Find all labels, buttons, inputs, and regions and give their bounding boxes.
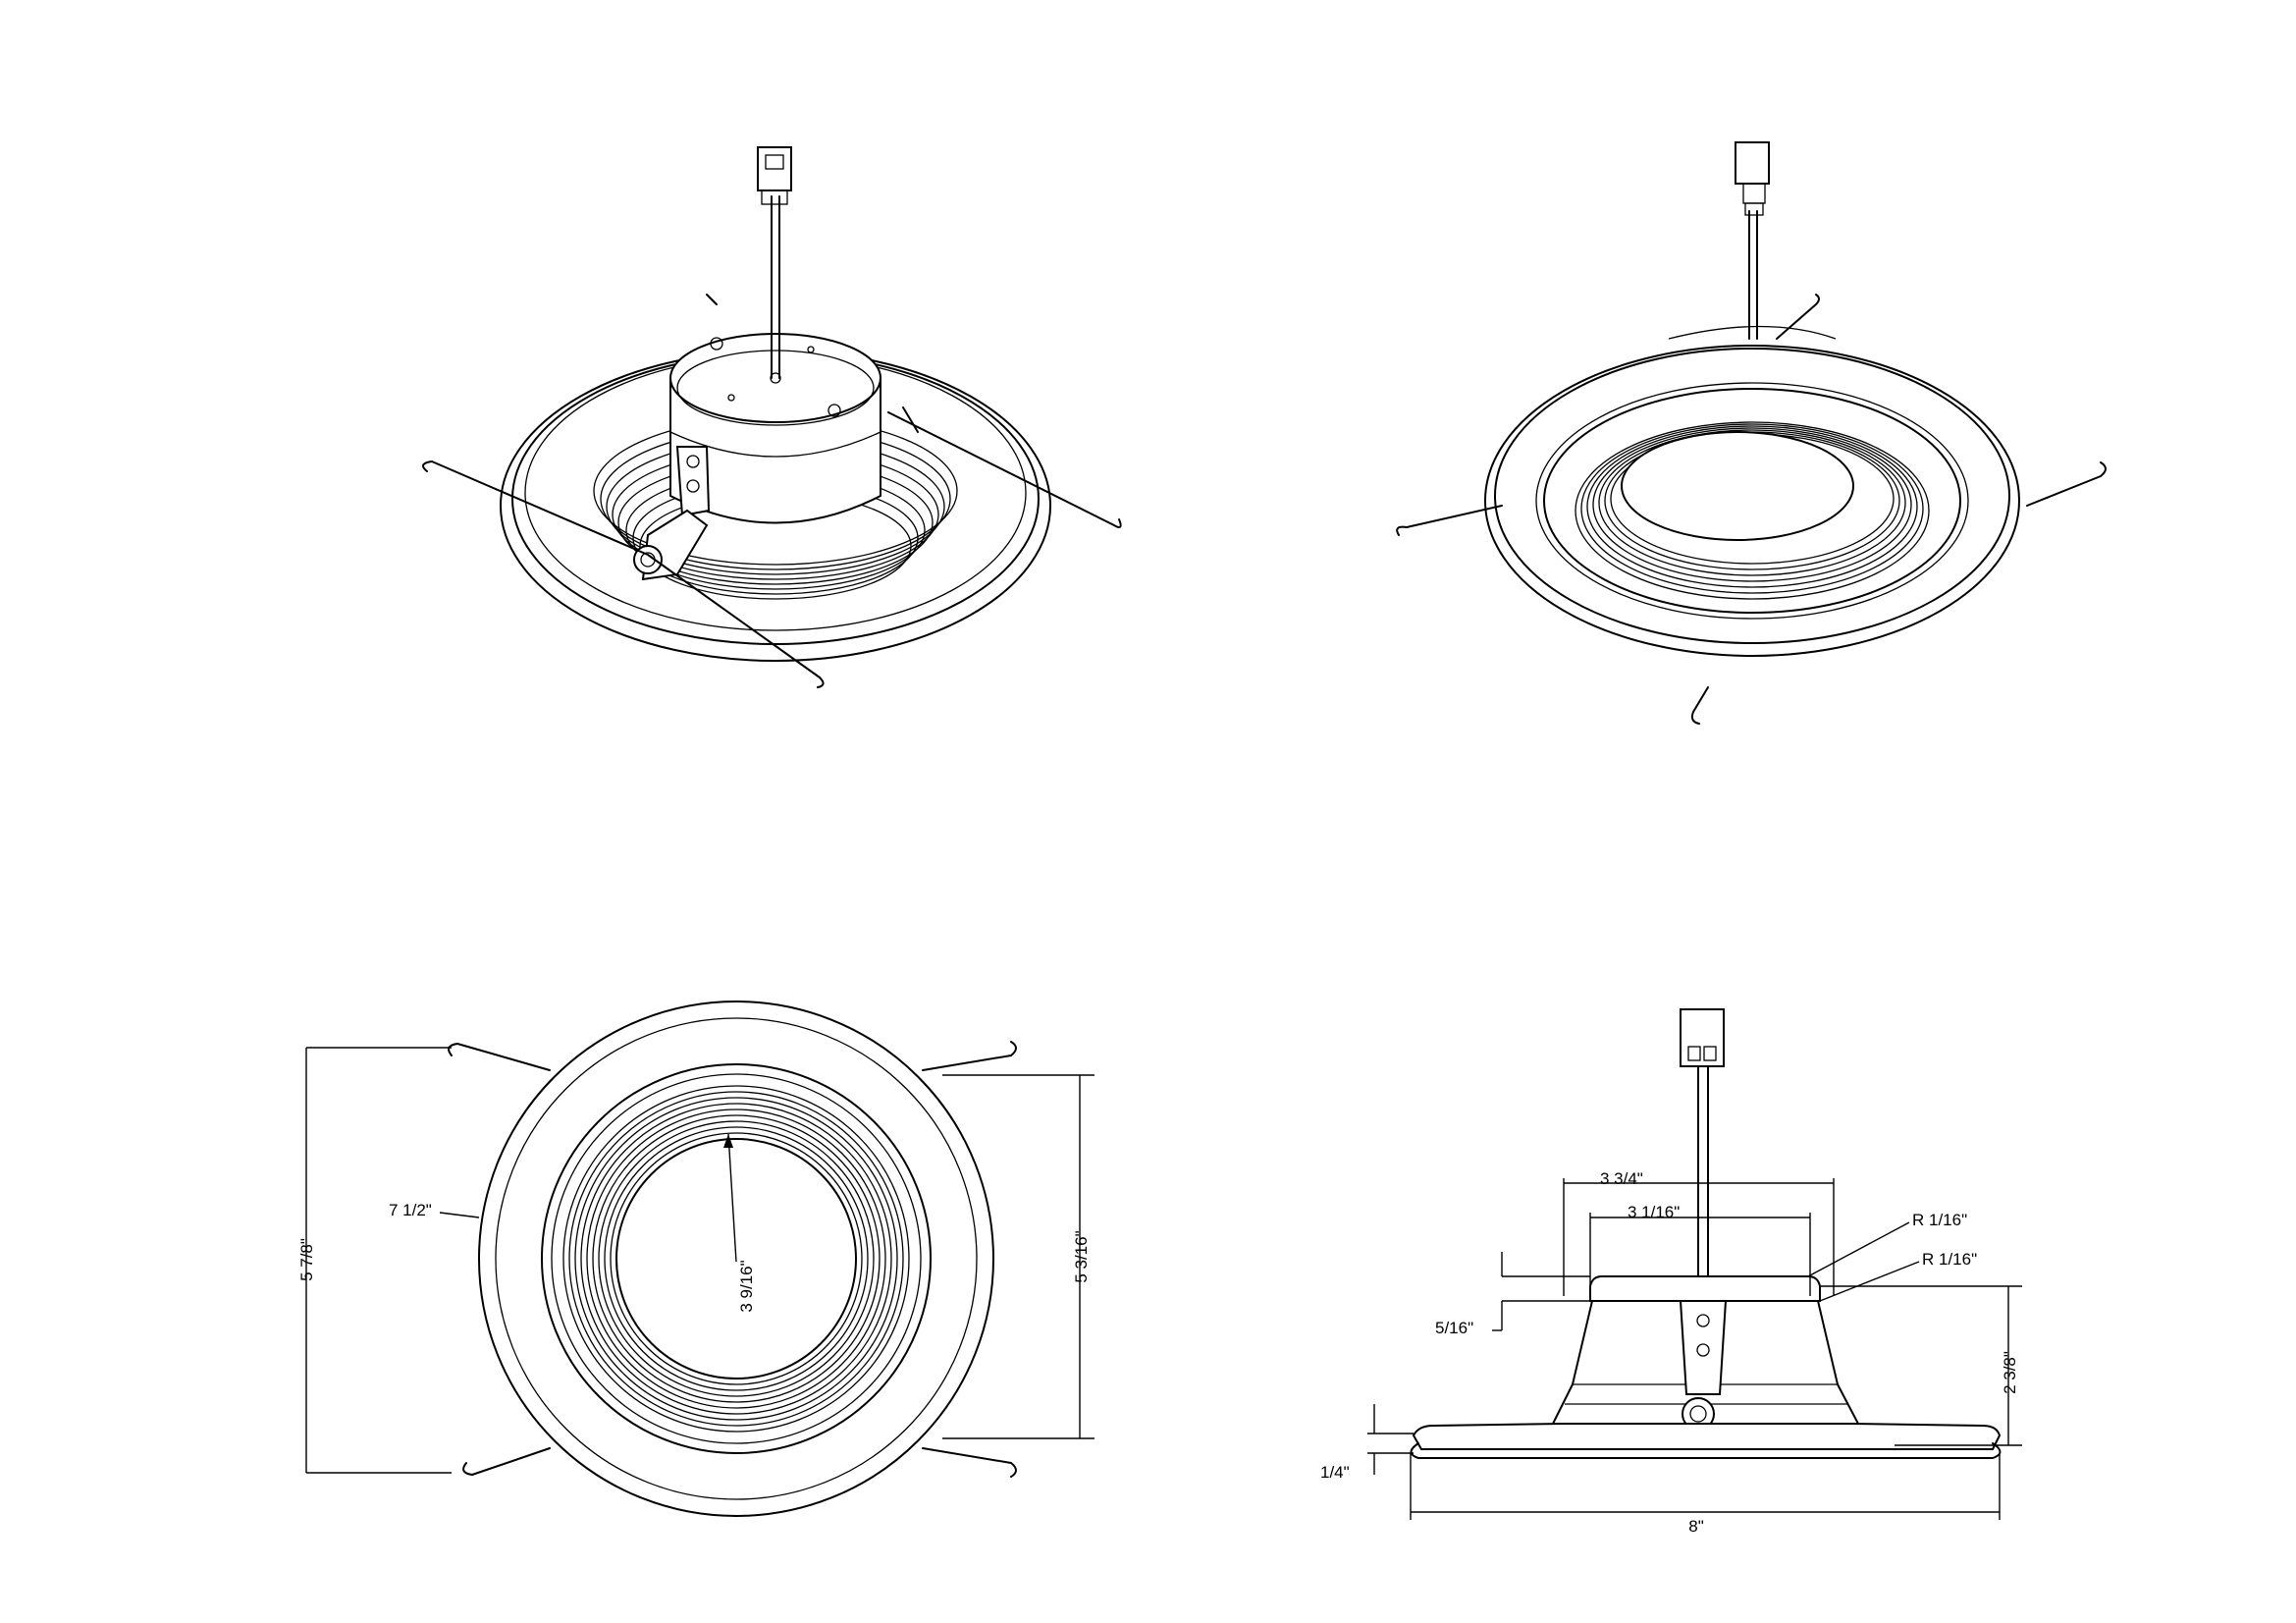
- front-view: [305, 1001, 1095, 1517]
- dim-inner-aperture: 3 9/16": [737, 1260, 756, 1312]
- dim-overall-width: 8": [1688, 1517, 1704, 1536]
- dim-radius-b: R 1/16": [1922, 1250, 1977, 1269]
- dim-top-inner: 3 1/16": [1628, 1203, 1680, 1221]
- isometric-bottom-view: [1396, 141, 2107, 725]
- dim-top-outer: 3 3/4": [1600, 1169, 1643, 1188]
- dim-body-height: 2 3/8": [2001, 1351, 2019, 1394]
- dim-spring-span: 5 3/16": [1072, 1230, 1091, 1282]
- dim-flange-thickness: 1/4": [1320, 1463, 1350, 1482]
- dim-collar-height: 5/16": [1435, 1319, 1473, 1337]
- dim-trim-diameter: 7 1/2": [389, 1201, 432, 1219]
- isometric-top-view: [422, 146, 1122, 688]
- side-view: [1367, 1008, 2022, 1520]
- dim-radius-a: R 1/16": [1912, 1211, 1967, 1229]
- dim-overall-height-left: 5 7/8": [297, 1238, 316, 1281]
